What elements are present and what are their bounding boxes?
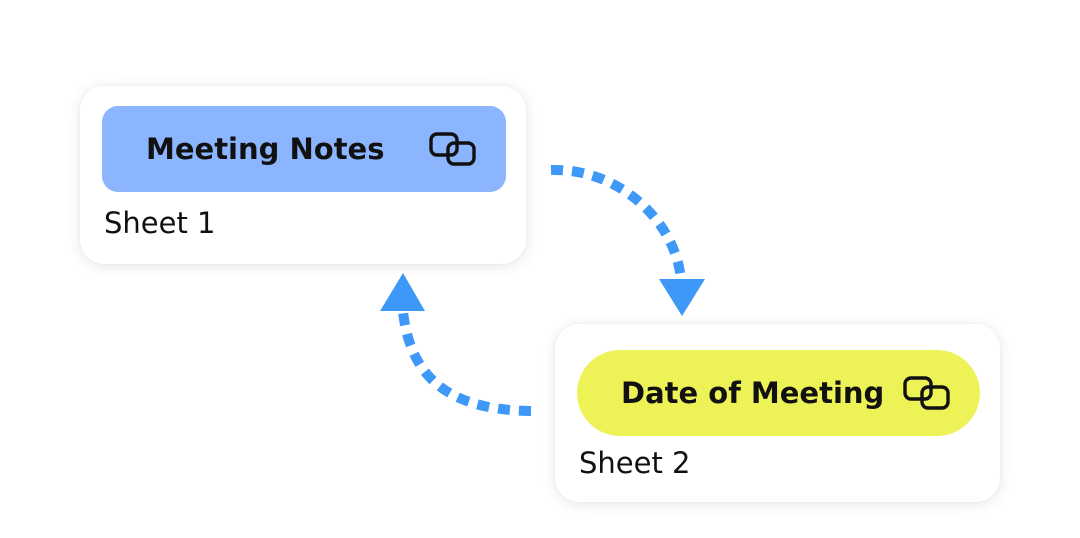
sheet-card-2[interactable]: Date of Meeting Sheet 2 — [555, 324, 1000, 502]
arrow-sheet2-to-sheet1 — [380, 273, 532, 416]
sheet-card-1[interactable]: Meeting Notes Sheet 1 — [80, 86, 526, 264]
field-chip-date-of-meeting[interactable]: Date of Meeting — [577, 350, 980, 436]
sheet-name: Sheet 2 — [579, 446, 691, 480]
sheet-name: Sheet 1 — [104, 206, 216, 240]
arrow-sheet1-to-sheet2 — [550, 164, 705, 316]
field-chip-meeting-notes[interactable]: Meeting Notes — [102, 106, 506, 192]
linked-copy-icon[interactable] — [428, 130, 478, 168]
chip-label: Date of Meeting — [621, 376, 885, 410]
linked-copy-icon[interactable] — [902, 374, 952, 412]
chip-label: Meeting Notes — [146, 132, 385, 166]
